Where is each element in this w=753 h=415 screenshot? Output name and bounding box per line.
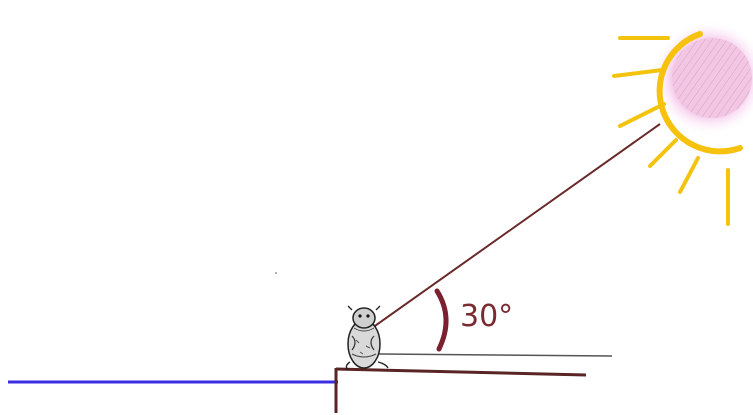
sun-icon [612,20,753,226]
angle-arc [434,288,449,352]
horizon-line [377,353,613,357]
ground [334,367,587,413]
angle-label: 30° [460,299,513,334]
speck [275,272,277,274]
sight-line [371,123,661,329]
marmot-icon [345,305,389,371]
